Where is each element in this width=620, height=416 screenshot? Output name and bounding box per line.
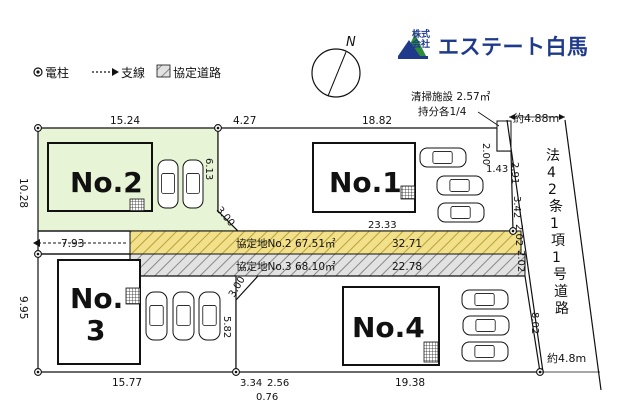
cleaning-facility: [496, 120, 512, 152]
agreement-road-no2-length: 32.71: [392, 238, 422, 250]
lot-no2-label: No.2: [70, 166, 143, 199]
lot-no1-label: No.1: [329, 166, 402, 199]
dim-lot2-right: 6.13: [203, 158, 214, 180]
dim-left-lower: 9.95: [17, 296, 29, 319]
facility-share: 持分各1/4: [418, 105, 467, 118]
compass-north-label: N: [346, 35, 356, 50]
legend-pole-label: 電柱: [45, 65, 69, 80]
shared-road-legend-icon: [156, 64, 171, 78]
compass-icon: [311, 48, 361, 98]
car-icon: [182, 159, 204, 209]
car-icon: [172, 291, 195, 341]
road-edge-right: [564, 119, 602, 391]
brand-company-type: 株式会社: [412, 30, 431, 50]
dim-bottom-c: 0.76: [256, 392, 278, 403]
dim-top-right: 18.82: [362, 115, 392, 127]
parking-spaces: [145, 147, 510, 362]
dim-right-a: 2.91: [509, 162, 520, 184]
car-icon: [145, 291, 168, 341]
lot-no4-label: No.4: [352, 311, 425, 344]
dim-lot1-bottom: 23.33: [368, 220, 397, 231]
agreement-road-no2-label: 協定地No.2 67.51㎡: [236, 237, 336, 250]
house-no2: [47, 142, 153, 212]
dim-facility-a: 2.00: [480, 143, 491, 165]
dim-right-d: 2.02: [515, 250, 526, 272]
dim-right-c: 2.02: [513, 224, 524, 246]
car-icon: [462, 315, 510, 336]
car-icon: [436, 175, 484, 196]
dim-top-mid: 4.27: [233, 115, 256, 127]
agreement-road-no3-length: 22.78: [392, 261, 422, 273]
pole-legend-icon: [33, 67, 43, 77]
car-icon: [198, 291, 221, 341]
dim-lot3-right: 5.82: [221, 316, 232, 338]
road-edge-left: [506, 119, 544, 373]
road-width-bottom: 約4.8m: [547, 351, 586, 365]
house-no1: [312, 142, 416, 213]
facility-name: 清掃施設 2.57㎡: [411, 90, 491, 103]
road-width-top: 約4.88m: [513, 111, 559, 125]
car-icon: [437, 202, 485, 223]
lot-no3-number: 3: [86, 314, 105, 347]
dim-right-e: 8.02: [529, 312, 540, 334]
dim-facility-b: 1.43: [486, 164, 508, 175]
dim-left-upper: 10.28: [17, 178, 29, 208]
car-icon: [461, 289, 509, 310]
compass: N: [311, 35, 361, 98]
house-no3: [57, 259, 141, 365]
legend: 電柱 支線 協定道路: [33, 64, 221, 80]
dim-top-left: 15.24: [110, 115, 140, 127]
dim-bottom-right: 19.38: [395, 377, 425, 389]
dim-right-b: 3.42: [511, 196, 522, 218]
house-no4: [342, 286, 440, 366]
lot-no3-label: No.: [70, 282, 123, 315]
brand-logo-icon: [398, 34, 428, 59]
car-icon: [461, 341, 509, 362]
dim-branch-line: 7.93: [61, 238, 84, 250]
brand-name: エステート白馬: [438, 35, 589, 59]
car-icon: [157, 159, 179, 209]
dim-bottom-left: 15.77: [112, 377, 142, 389]
car-icon: [419, 147, 467, 168]
dim-bottom-a: 3.34: [240, 378, 262, 389]
dim-bottom-b: 2.56: [267, 378, 289, 389]
agreement-road-no3-label: 協定地No.3 68.10㎡: [236, 260, 336, 273]
legend-branch-label: 支線: [121, 65, 145, 80]
legend-shared-road-label: 協定道路: [173, 65, 221, 80]
